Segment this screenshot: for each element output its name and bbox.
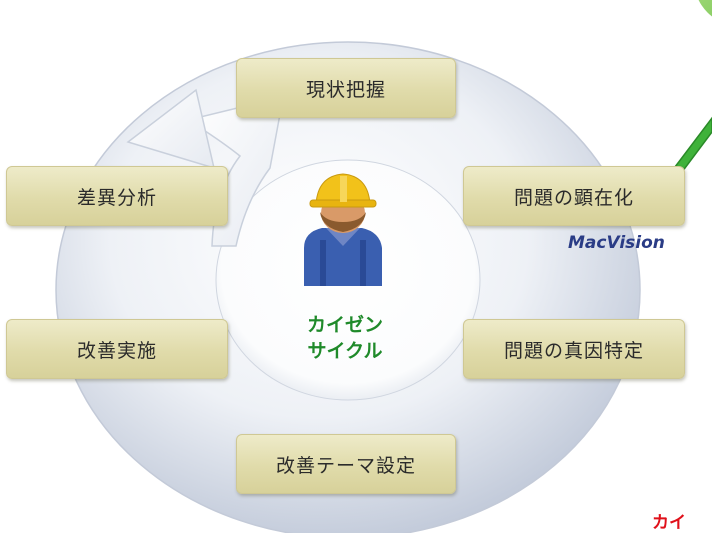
center-title-line2: サイクル: [307, 340, 383, 362]
step-label: 問題の顕在化: [513, 186, 634, 209]
cutoff-red-text: カイ: [652, 513, 686, 533]
step-kaizen-jisshi: 改善実施: [6, 319, 228, 379]
step-kaizen-theme-settei: 改善テーマ設定: [236, 434, 456, 494]
worker-icon: [304, 173, 382, 286]
step-genjou-haaku: 現状把握: [236, 58, 456, 118]
green-corner-decoration: [698, 0, 712, 17]
brand-logo-text: MacVision: [568, 233, 665, 253]
center-title-line1: カイゼン: [306, 314, 383, 336]
step-mondai-kenzaika: 問題の顕在化: [463, 166, 685, 226]
step-label: 改善実施: [76, 339, 157, 362]
step-label: 現状把握: [305, 78, 386, 101]
step-label: 差異分析: [76, 186, 157, 209]
step-sai-bunseki: 差異分析: [6, 166, 228, 226]
step-label: 問題の真因特定: [503, 339, 644, 362]
center-title: カイゼン サイクル: [280, 312, 410, 364]
step-mondai-shinin-tokutei: 問題の真因特定: [463, 319, 685, 379]
step-label: 改善テーマ設定: [275, 454, 416, 477]
